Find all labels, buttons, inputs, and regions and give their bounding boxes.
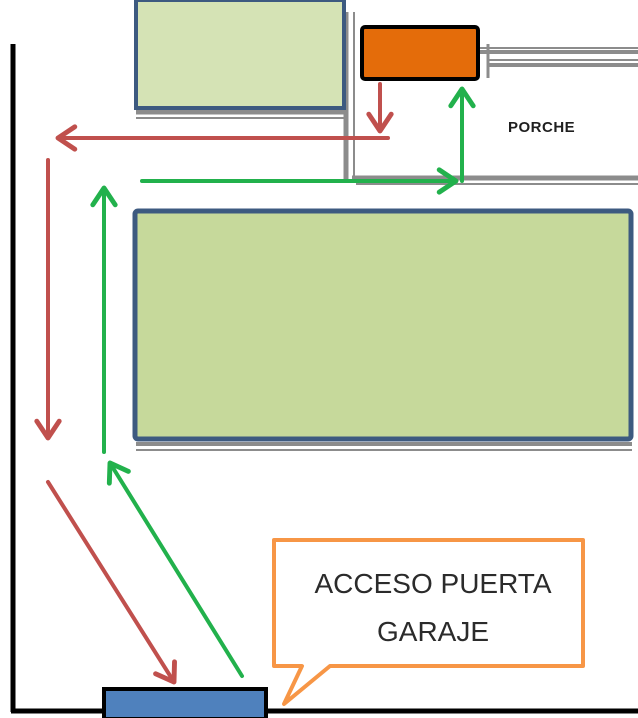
exit-arrow-4 [46,480,177,685]
house-door [360,25,480,81]
upper-building [134,0,346,110]
entry-arrow-1 [106,460,244,678]
entry-route [90,86,476,678]
callout-line-1: ACCESO PUERTA [314,568,551,599]
garage-gate [102,687,268,718]
main-building [132,208,634,442]
porch-label: PORCHE [508,119,575,136]
callout-bubble [272,538,585,706]
callout-line-2: GARAJE [377,616,489,647]
exit-route [34,82,394,685]
